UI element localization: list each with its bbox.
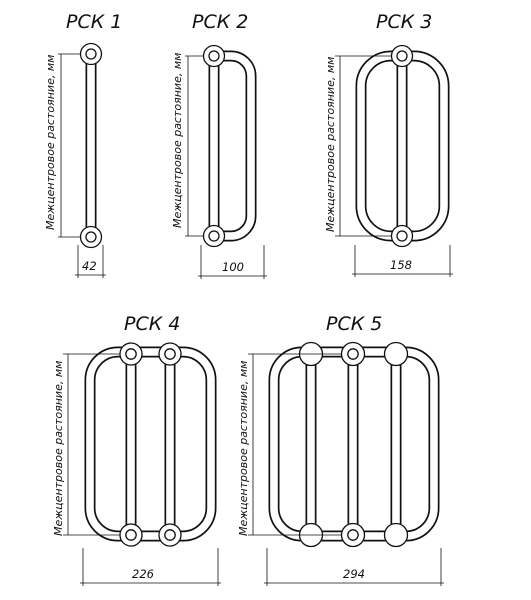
model-rsk1: РСК 1 Межцентровое растояние, мм 42 (44, 11, 122, 278)
model-title: РСК 3 (376, 11, 432, 33)
distance-label: Межцентровое растояние, мм (44, 55, 57, 230)
distance-label: Межцентровое растояние, мм (237, 361, 250, 536)
distance-label: Межцентровое растояние, мм (324, 57, 337, 232)
width-label: 226 (132, 567, 154, 581)
model-rsk2: РСК 2 Межцентровое растояние, мм 100 (171, 11, 267, 279)
width-label: 158 (390, 258, 412, 272)
model-rsk3: РСК 3 Межцентровое растояние, мм 158 (324, 11, 453, 277)
model-title: РСК 5 (326, 313, 382, 335)
width-label: 42 (82, 259, 97, 273)
width-label: 294 (343, 567, 365, 581)
distance-label: Межцентровое растояние, мм (171, 53, 184, 228)
model-title: РСК 1 (66, 11, 122, 33)
model-rsk5: РСК 5 Межцентровое растояние, мм 294 (237, 313, 444, 586)
width-label: 100 (222, 260, 244, 274)
model-title: РСК 4 (124, 313, 180, 335)
distance-label: Межцентровое растояние, мм (52, 361, 65, 536)
model-title: РСК 2 (192, 11, 248, 33)
model-rsk4: РСК 4 Межцентровое растояние, мм 226 (52, 313, 221, 586)
